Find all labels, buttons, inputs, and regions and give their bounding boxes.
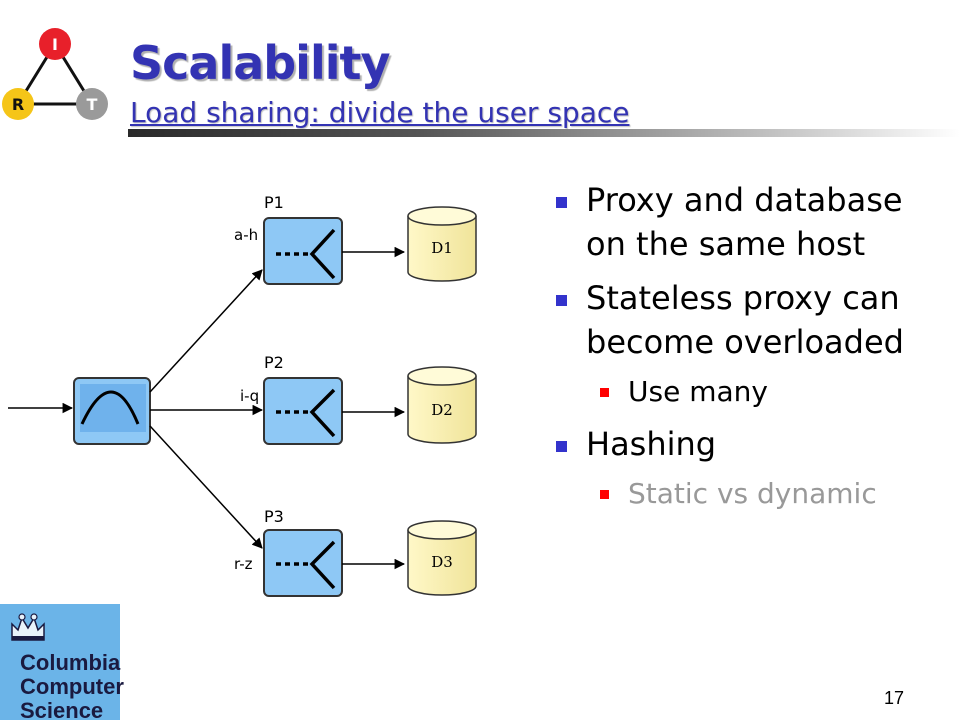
- columbia-logo: Columbia Computer Science: [0, 604, 124, 723]
- sub-bullet-text: Use many: [628, 375, 768, 408]
- irt-triangle: [15, 41, 95, 106]
- proxy-range-p2: i-q: [240, 387, 259, 405]
- proxy-fork-icon: [309, 228, 336, 280]
- irt-letter-r: R: [12, 95, 24, 114]
- irt-letter-t: T: [87, 95, 98, 114]
- crown-icon: [11, 613, 45, 641]
- bullet-text: Hashing: [586, 425, 717, 463]
- sub-bullet-square-icon: [600, 490, 609, 499]
- columbia-line-3: Science: [20, 698, 104, 723]
- proxy-range-p1: a-h: [234, 226, 258, 244]
- database-label-d1: D1: [431, 239, 453, 257]
- database-label-d3: D3: [431, 553, 453, 571]
- columbia-line-2: Computer: [20, 674, 124, 699]
- proxy-box-p1: [263, 217, 343, 285]
- arrow-to-p1: [149, 269, 263, 393]
- sub-bullet-item: Use many: [550, 372, 950, 412]
- title-divider: [128, 129, 960, 137]
- load-balancer-curve-icon: [80, 390, 140, 425]
- proxy-label-p2: P2: [264, 353, 284, 372]
- bullet-item: Proxy and database on the same host: [550, 178, 950, 266]
- proxy-box-p3: [263, 529, 343, 597]
- bullet-square-icon: [556, 441, 567, 452]
- irt-circle-i: [39, 28, 71, 60]
- bullet-item: Stateless proxy can become overloaded: [550, 276, 950, 364]
- load-balancer: [73, 377, 151, 445]
- slide-title: Scalability: [130, 36, 390, 90]
- proxy-label-p3: P3: [264, 507, 284, 526]
- bullet-square-icon: [556, 295, 567, 306]
- bullet-list: Proxy and database on the same host Stat…: [550, 178, 950, 524]
- proxy-fork-icon: [309, 388, 336, 438]
- irt-logo: I R T: [2, 28, 108, 120]
- proxy-range-p3: r-z: [234, 555, 253, 573]
- irt-circle-r: [2, 88, 34, 120]
- proxy-label-p1: P1: [264, 193, 284, 212]
- database-d3: D3: [407, 520, 477, 596]
- bullet-item: Hashing: [550, 422, 950, 466]
- arrow-to-p3: [149, 425, 263, 549]
- bullet-square-icon: [556, 197, 567, 208]
- irt-letter-i: I: [52, 35, 58, 54]
- sub-bullet-item: Static vs dynamic: [550, 474, 950, 514]
- sub-bullet-square-icon: [600, 388, 609, 397]
- proxy-box-p2: [263, 377, 343, 445]
- bullet-text: Stateless proxy can become overloaded: [586, 279, 904, 361]
- irt-circle-t: [76, 88, 108, 120]
- sub-bullet-text: Static vs dynamic: [628, 477, 877, 510]
- slide-subtitle: Load sharing: divide the user space: [130, 96, 630, 129]
- database-label-d2: D2: [431, 401, 453, 419]
- columbia-line-1: Columbia: [20, 650, 121, 675]
- bullet-text: Proxy and database on the same host: [586, 181, 903, 263]
- database-d1: D1: [407, 206, 477, 282]
- page-number: 17: [884, 688, 905, 708]
- database-d2: D2: [407, 366, 477, 444]
- proxy-fork-icon: [309, 540, 336, 590]
- load-sharing-diagram: P1 a-h D1 P2 i-q D2 P3 r-z D3: [8, 193, 477, 597]
